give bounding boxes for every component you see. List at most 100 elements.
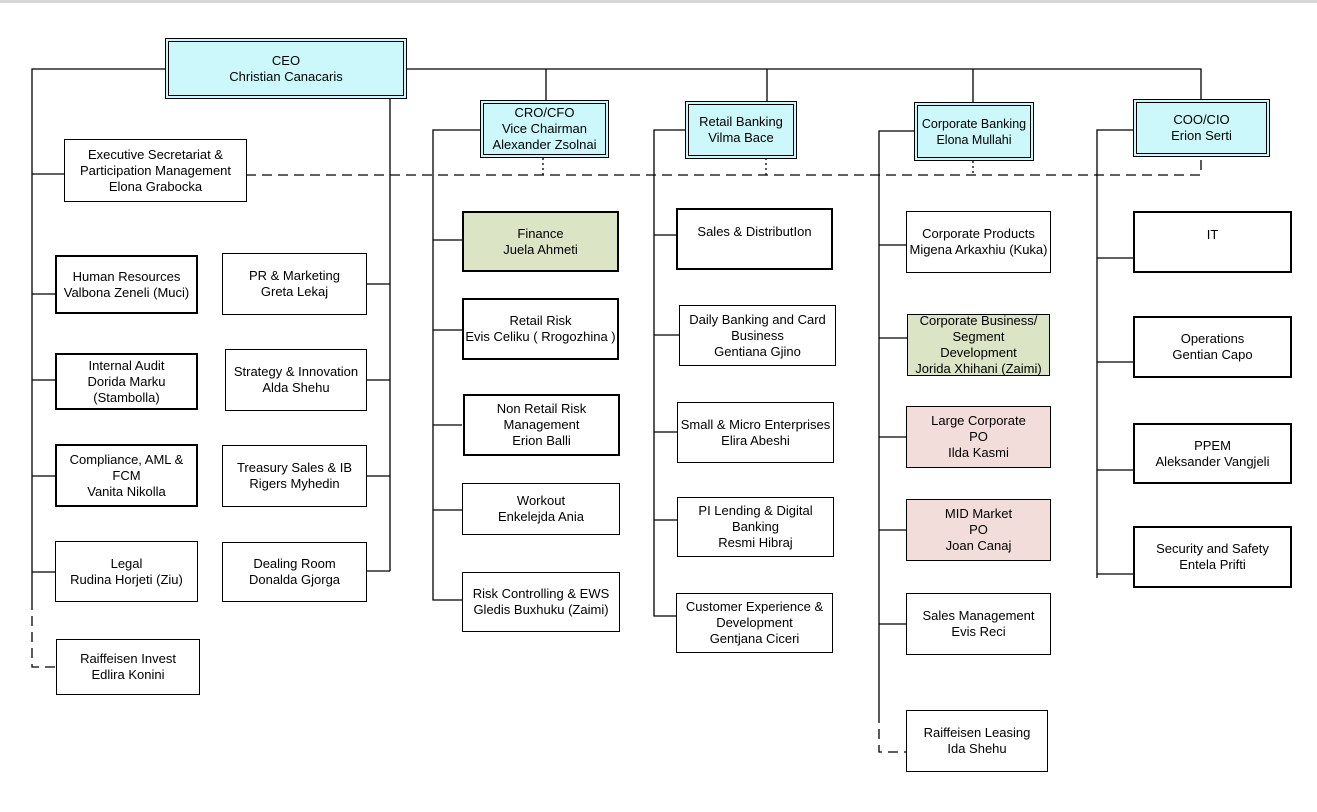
- corporate-products-box: Corporate Products Migena Arkaxhiu (Kuka…: [906, 211, 1051, 273]
- unit-head: Edlira Konini: [91, 667, 165, 682]
- unit-title: Strategy & Innovation: [233, 364, 359, 379]
- unit-title: Retail Risk: [509, 313, 572, 328]
- unit-title: MID Market: [944, 506, 1013, 521]
- unit-title: IT: [1206, 227, 1219, 242]
- unit-head: Greta Lekaj: [260, 284, 329, 299]
- pi-lending-box: PI Lending & Digital Banking Resmi Hibra…: [677, 497, 834, 557]
- unit-title: Human Resources: [72, 268, 181, 284]
- customer-experience-box: Customer Experience & Development Gentja…: [676, 593, 833, 653]
- raiffeisen-leasing-box: Raiffeisen Leasing Ida Shehu: [906, 710, 1048, 772]
- cro-cfo-name: Alexander Zsolnai: [492, 137, 597, 152]
- unit-head: Erion Balli: [512, 433, 571, 448]
- unit-head: Ida Shehu: [947, 741, 1007, 756]
- daily-banking-box: Daily Banking and Card Business Gentiana…: [679, 305, 836, 366]
- it-box: IT: [1133, 211, 1292, 273]
- unit-title: Large Corporate: [931, 413, 1026, 428]
- unit-head: Aleksander Vangjeli: [1155, 453, 1270, 469]
- unit-head: Enkelejda Ania: [497, 509, 584, 524]
- executive-secretariat-box: Executive Secretariat & Participation Ma…: [64, 139, 247, 202]
- unit-title: Banking: [732, 519, 779, 534]
- cro-cfo-title: CRO/CFO: [514, 105, 575, 120]
- unit-head: Resmi Hibraj: [718, 535, 793, 550]
- unit-head: Rigers Myhedin: [249, 476, 340, 491]
- unit-title: Management: [503, 417, 580, 432]
- compliance-box: Compliance, AML & FCM Vanita Nikolla: [55, 444, 198, 507]
- unit-title: Executive Secretariat &: [87, 146, 224, 162]
- mid-market-box: MID Market PO Joan Canaj: [906, 499, 1051, 561]
- corporate-banking-box: Corporate Banking Elona Mullahi: [914, 102, 1034, 161]
- unit-head: Ilda Kasmi: [948, 445, 1009, 460]
- sales-distribution-box: Sales & DistributIon: [676, 208, 833, 270]
- finance-box: Finance Juela Ahmeti: [462, 211, 619, 272]
- ceo-name: Christian Canacaris: [229, 68, 343, 84]
- coo-cio-name: Erion Serti: [1171, 128, 1232, 143]
- operations-box: Operations Gentian Capo: [1133, 316, 1292, 378]
- unit-title: Business: [731, 327, 784, 343]
- raiffeisen-invest-box: Raiffeisen Invest Edlira Konini: [56, 639, 200, 695]
- unit-head: Gentjana Ciceri: [709, 631, 800, 646]
- unit-title: PI Lending & Digital: [698, 503, 813, 518]
- top-border: [0, 0, 1317, 3]
- risk-controlling-box: Risk Controlling & EWS Gledis Buxhuku (Z…: [462, 572, 620, 632]
- unit-title: Compliance, AML &: [69, 451, 184, 467]
- unit-head: Jorida Xhihani (Zaimi): [915, 361, 1042, 376]
- strategy-innovation-box: Strategy & Innovation Alda Shehu: [225, 349, 367, 411]
- unit-title: Legal: [110, 555, 143, 571]
- unit-head: Entela Prifti: [1179, 557, 1246, 572]
- small-micro-enterprises-box: Small & Micro Enterprises Elira Abeshi: [677, 402, 834, 463]
- unit-head: Gentiana Gjino: [714, 343, 801, 359]
- unit-title: Customer Experience &: [685, 599, 824, 614]
- cro-cfo-box: CRO/CFO Vice Chairman Alexander Zsolnai: [480, 100, 609, 158]
- unit-title: Risk Controlling & EWS: [472, 586, 610, 601]
- human-resources-box: Human Resources Valbona Zeneli (Muci): [55, 255, 198, 314]
- unit-title: FCM: [112, 467, 141, 483]
- ceo-title: CEO: [271, 52, 301, 68]
- unit-title: Participation Management: [79, 162, 232, 178]
- unit-title: Segment: [952, 329, 1005, 344]
- unit-title: PO: [969, 522, 988, 537]
- corporate-banking-title: Corporate Banking: [921, 116, 1027, 131]
- unit-head: Elira Abeshi: [721, 432, 790, 448]
- unit-title: PO: [969, 429, 988, 444]
- unit-head: Migena Arkaxhiu (Kuka): [909, 242, 1048, 257]
- cro-cfo-role: Vice Chairman: [501, 121, 588, 136]
- pr-marketing-box: PR & Marketing Greta Lekaj: [222, 253, 367, 315]
- non-retail-risk-box: Non Retail Risk Management Erion Balli: [463, 394, 620, 456]
- dealing-room-box: Dealing Room Donalda Gjorga: [222, 542, 367, 602]
- unit-title: Security and Safety: [1156, 541, 1269, 556]
- retail-risk-box: Retail Risk Evis Celiku ( Rrogozhina ): [462, 298, 619, 360]
- retail-banking-box: Retail Banking Vilma Bace: [685, 101, 797, 159]
- treasury-sales-box: Treasury Sales & IB Rigers Myhedin: [222, 445, 367, 507]
- security-safety-box: Security and Safety Entela Prifti: [1133, 526, 1292, 588]
- unit-head: Gentian Capo: [1172, 347, 1253, 362]
- sales-management-box: Sales Management Evis Reci: [906, 593, 1051, 655]
- unit-title: Raiffeisen Leasing: [923, 725, 1031, 740]
- unit-title: Operations: [1180, 331, 1245, 346]
- legal-box: Legal Rudina Horjeti (Ziu): [55, 541, 198, 602]
- unit-title: Raiffeisen Invest: [80, 651, 176, 666]
- unit-head: Rudina Horjeti (Ziu): [70, 571, 183, 587]
- unit-head: Evis Reci: [951, 624, 1006, 639]
- unit-title: PR & Marketing: [248, 268, 341, 283]
- unit-title: Development: [940, 345, 1017, 360]
- unit-title: Finance: [517, 225, 564, 241]
- unit-head: Gledis Buxhuku (Zaimi): [473, 602, 609, 617]
- retail-banking-name: Vilma Bace: [708, 130, 774, 145]
- workout-box: Workout Enkelejda Ania: [462, 483, 620, 535]
- unit-title: Daily Banking and Card: [689, 311, 826, 327]
- ceo-box: CEO Christian Canacaris: [165, 38, 407, 99]
- corporate-banking-name: Elona Mullahi: [936, 132, 1012, 147]
- unit-head: Dorida Marku: [87, 373, 166, 389]
- coo-cio-title: COO/CIO: [1173, 112, 1230, 127]
- unit-title: Internal Audit: [88, 357, 165, 373]
- unit-title: Corporate Products: [922, 226, 1035, 241]
- unit-title: Sales Management: [922, 608, 1035, 623]
- unit-title: PPEM: [1194, 437, 1231, 453]
- ppem-box: PPEM Aleksander Vangjeli: [1133, 423, 1292, 484]
- retail-banking-title: Retail Banking: [699, 114, 783, 129]
- unit-head: Donalda Gjorga: [248, 572, 341, 587]
- unit-head: Vanita Nikolla: [87, 483, 166, 499]
- unit-head: Juela Ahmeti: [503, 241, 578, 257]
- unit-title: Treasury Sales & IB: [236, 460, 353, 475]
